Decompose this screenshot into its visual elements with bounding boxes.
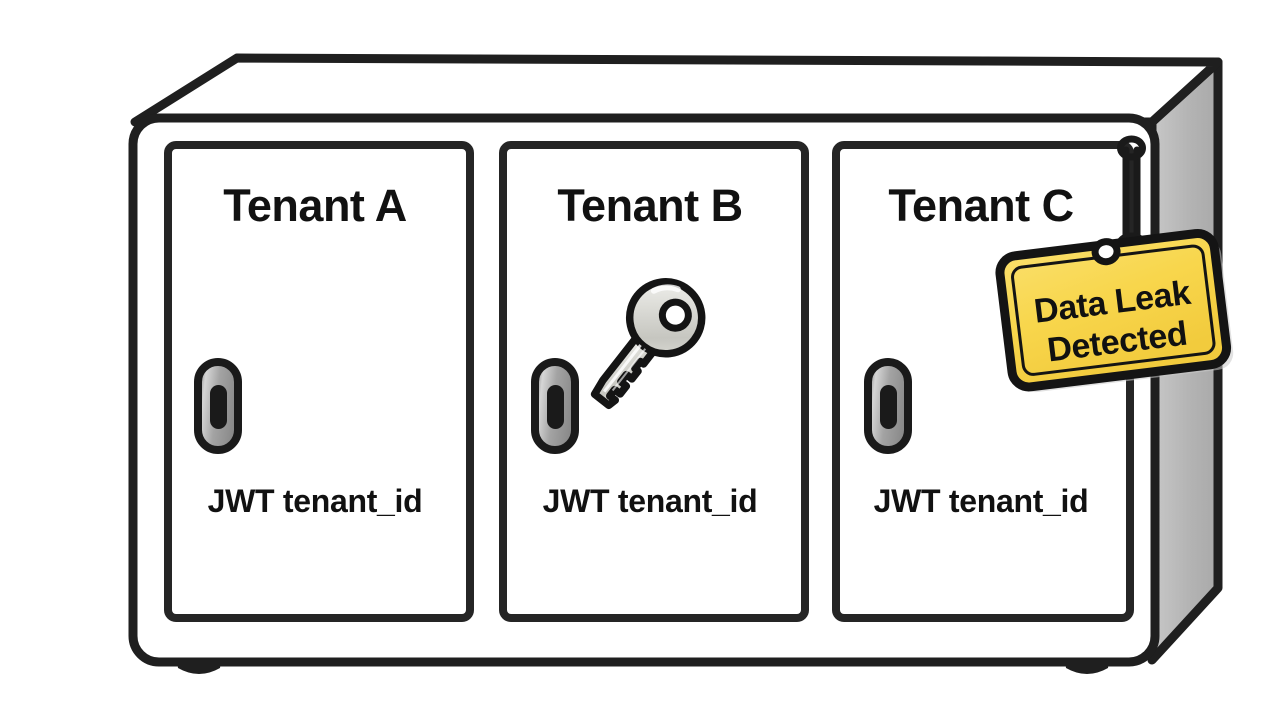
locker-tenant-b[interactable]: Tenant B JWT tenant_id	[499, 141, 809, 622]
handle-keyhole-tenant-c	[880, 385, 897, 429]
locker-door-tenant-a[interactable]	[164, 141, 474, 622]
key-icon	[590, 278, 706, 410]
handle-keyhole-tenant-b	[547, 385, 564, 429]
warning-tag[interactable]: Data Leak Detected	[995, 228, 1236, 395]
cabinet-top-panel	[130, 53, 1223, 127]
key-highlight-2	[611, 348, 647, 392]
handle-keyhole-tenant-a	[210, 385, 227, 429]
door-handle-tenant-c[interactable]	[864, 358, 912, 454]
door-handle-tenant-b[interactable]	[531, 358, 579, 454]
key-highlight-1	[603, 344, 642, 393]
locker-tenant-a[interactable]: Tenant A JWT tenant_id	[164, 141, 474, 622]
locker-title-tenant-c: Tenant C	[888, 180, 1073, 231]
locker-caption-tenant-a: JWT tenant_id	[208, 483, 423, 519]
locker-title-tenant-b: Tenant B	[557, 180, 742, 231]
locker-title-tenant-a: Tenant A	[223, 180, 407, 231]
locker-caption-tenant-b: JWT tenant_id	[543, 483, 758, 519]
locker-door-tenant-b[interactable]	[499, 141, 809, 622]
door-handle-tenant-a[interactable]	[194, 358, 242, 454]
hook-top-ring	[1117, 135, 1146, 161]
key-bow-hole	[658, 298, 692, 332]
locker-caption-tenant-c: JWT tenant_id	[874, 483, 1089, 519]
key-bow-highlight	[650, 284, 681, 294]
warning-tag-grommet	[1091, 238, 1121, 266]
